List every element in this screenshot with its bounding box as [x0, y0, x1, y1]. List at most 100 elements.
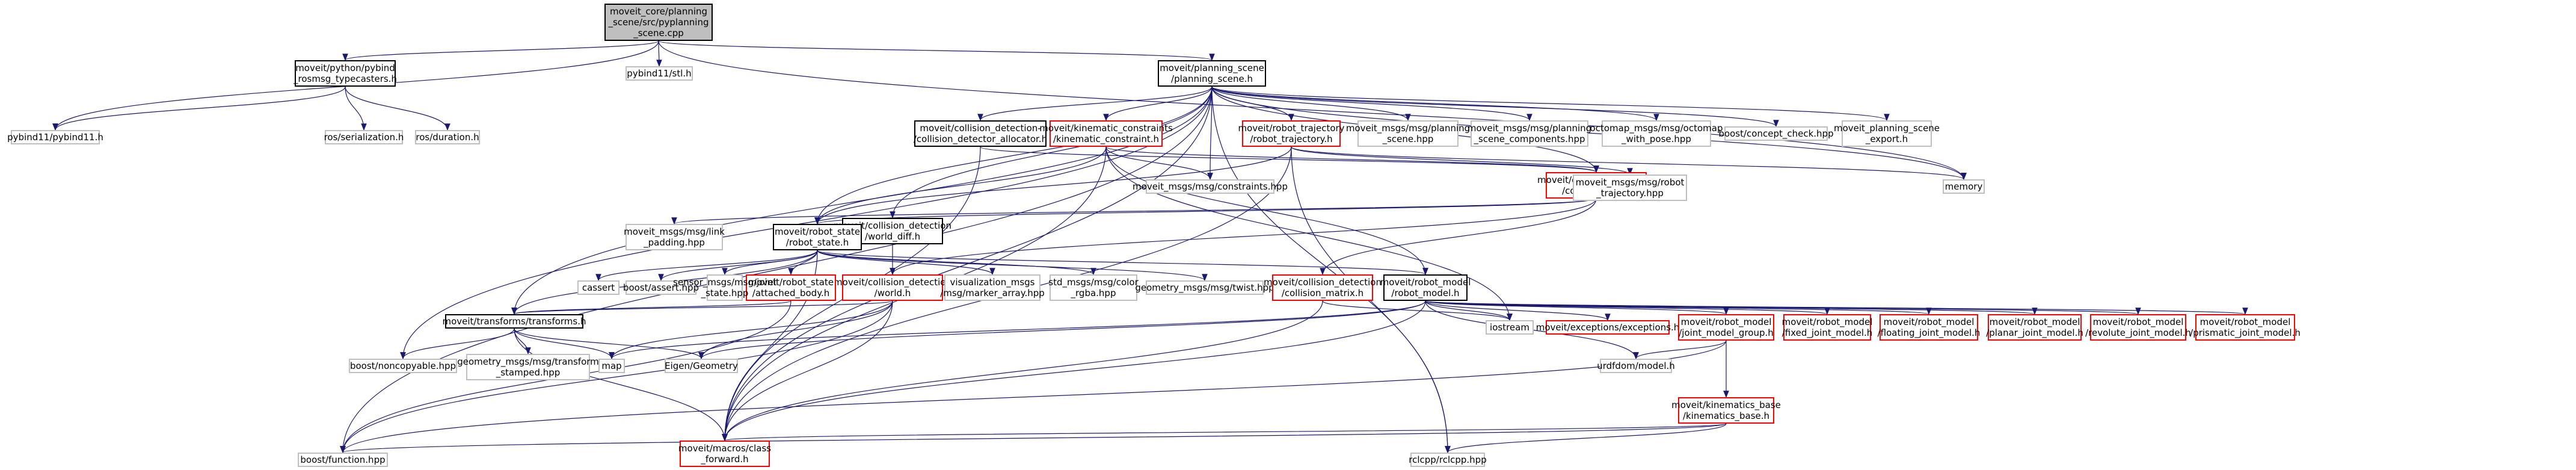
edge-robot-state-to-attached-body [788, 250, 818, 276]
edge-collision-matrix-to-class-forward [722, 300, 1323, 442]
edge-planning-scene-to-msgs-planning-scene [1211, 86, 1411, 122]
edge-kinematic-constraint-to-robot-model [1105, 146, 1428, 276]
edge-kinematic-constraint-to-robot-state [814, 146, 1107, 225]
edge-robot-state-to-marker-array [817, 250, 995, 276]
node-urdfdom-model[interactable]: urdfdom/model.h [1597, 359, 1675, 373]
node-link-padding[interactable]: moveit_msgs/msg/link _padding.hpp [624, 224, 725, 250]
edge-planning-scene-to-cd-world-diff [890, 86, 1213, 219]
edge-cd-env-to-cd-world [890, 198, 1597, 276]
edge-robot-model-to-eigen-geometry [698, 300, 1426, 360]
edge-robot-state-to-twist [817, 250, 1208, 282]
node-msgs-robot-trajectory[interactable]: moveit_msgs/msg/robot _trajectory.hpp [1573, 175, 1687, 201]
edge-robot-model-to-prismatic-joint [1425, 300, 2248, 315]
node-robot-trajectory[interactable]: moveit/robot_trajectory /robot_trajector… [1238, 120, 1345, 147]
node-fixed-joint[interactable]: moveit/robot_model /fixed_joint_model.h [1782, 314, 1872, 341]
node-cd-world[interactable]: moveit/collision_detection /world.h [834, 274, 951, 301]
edge-attached-body-to-transforms [511, 300, 792, 315]
edge-kinematics-base-to-rclcpp [1445, 423, 1727, 454]
edge-cd-world-to-boost-function [340, 300, 893, 454]
node-boost-assert[interactable]: boost/assert.hpp [623, 280, 699, 295]
node-cassert[interactable]: cassert [577, 280, 619, 295]
node-iostream[interactable]: iostream [1486, 320, 1534, 335]
edge-transforms-to-map [514, 328, 615, 360]
node-twist[interactable]: geometry_msgs/msg/twist.hpp [1135, 280, 1274, 295]
edge-planning-scene-to-msgs-constraints [1207, 86, 1213, 181]
node-msgs-scene-components[interactable]: moveit_msgs/msg/planning _scene_componen… [1468, 120, 1591, 147]
edge-planning-scene-to-transforms [511, 86, 1213, 315]
edge-robot-model-to-joint-model-group [1425, 300, 1729, 315]
node-eigen-geometry[interactable]: Eigen/Geometry [665, 359, 738, 373]
edge-pybind-typecasters-to-pybind11 [52, 86, 346, 131]
node-marker-array[interactable]: visualization_msgs /msg/marker_array.hpp [940, 274, 1045, 301]
node-pybind11[interactable]: pybind11/pybind11.h [7, 130, 103, 144]
node-floating-joint[interactable]: moveit/robot_model /floating_joint_model… [1878, 314, 1980, 341]
edge-cd-env-to-link-padding [671, 198, 1597, 225]
edge-joint-model-group-to-urdfdom-model [1633, 340, 1727, 360]
edge-robot-model-to-class-forward [722, 300, 1426, 442]
node-prismatic-joint[interactable]: moveit/robot_model /prismatic_joint_mode… [2190, 314, 2301, 341]
node-transform-stamped[interactable]: geometry_msgs/msg/transform _stamped.hpp [457, 354, 599, 380]
node-sensor-joint-state[interactable]: sensor_msgs/msg/joint _state.hpp [673, 274, 776, 301]
node-pybind11-stl[interactable]: pybind11/stl.h [626, 66, 693, 81]
node-ros-serialization[interactable]: ros/serialization.h [324, 130, 404, 144]
edge-cd-world-to-class-forward [722, 300, 893, 442]
edge-robot-trajectory-to-msgs-robot-trajectory [1291, 146, 1633, 176]
edge-robot-trajectory-to-memory [1291, 146, 1967, 181]
node-exceptions[interactable]: moveit/exceptions/exceptions.h [1536, 320, 1679, 335]
edge-planning-scene-to-cd-allocator [977, 86, 1213, 122]
edge-kinematics-base-to-boost-function [340, 423, 1727, 454]
node-planar-joint[interactable]: moveit/robot_model /planar_joint_model.h [1986, 314, 2083, 341]
node-cd-allocator[interactable]: moveit/collision_detection- /collision_d… [914, 120, 1047, 147]
node-ros-duration[interactable]: ros/duration.h [415, 130, 480, 144]
edge-collision-matrix-to-iostream [1322, 300, 1513, 321]
edge-transforms-to-class-forward [514, 328, 728, 442]
node-robot-state[interactable]: moveit/robot_state /robot_state.h [773, 224, 862, 250]
node-octomap-msgs[interactable]: octomap_msgs/msg/octomap _with_pose.hpp [1590, 120, 1723, 147]
edge-kinematics-base-to-class-forward [722, 423, 1727, 442]
node-boost-function[interactable]: boost/function.hpp [298, 453, 388, 467]
edge-root-file-to-memory [658, 40, 1967, 181]
edge-kinematic-constraint-to-iostream [1105, 146, 1513, 321]
edge-pybind-typecasters-to-ros-serialization [345, 86, 367, 131]
node-class-forward[interactable]: moveit/macros/class _forward.h [678, 441, 771, 467]
node-root-file: moveit_core/planning _scene/src/pyplanni… [604, 4, 713, 41]
node-msgs-constraints[interactable]: moveit_msgs/msg/constraints.hpp [1133, 179, 1288, 194]
node-planning-scene[interactable]: moveit/planning_scene /planning_scene.h [1158, 60, 1266, 87]
edge-planning-scene-to-robot-state [814, 86, 1213, 225]
edge-robot-state-to-color-rgba [817, 250, 1096, 276]
node-map[interactable]: map [598, 359, 625, 373]
node-noncopyable[interactable]: boost/noncopyable.hpp [349, 359, 457, 373]
edge-planning-scene-to-octomap-msgs [1211, 86, 1659, 122]
node-joint-model-group[interactable]: moveit/robot_model /joint_model_group.h [1678, 314, 1774, 341]
node-memory[interactable]: memory [1943, 179, 1985, 194]
node-rclcpp[interactable]: rclcpp/rclcpp.hpp [1409, 453, 1487, 467]
edge-robot-trajectory-to-robot-state [814, 146, 1292, 225]
edge-cd-world-to-map [609, 300, 893, 360]
node-attached-body[interactable]: moveit/robot_state /attached_body.h [746, 274, 836, 301]
node-collision-matrix[interactable]: moveit/collision_detection /collision_ma… [1264, 274, 1382, 301]
node-kinematic-constraint[interactable]: moveit/kinematic_constraints /kinematic_… [1039, 120, 1173, 147]
node-transforms[interactable]: moveit/transforms/transforms.h [442, 314, 586, 329]
node-robot-model[interactable]: moveit/robot_model /robot_model.h [1380, 274, 1471, 301]
edge-robot-state-to-robot-model [817, 250, 1428, 276]
node-color-rgba[interactable]: std_msgs/msg/color _rgba.hpp [1048, 274, 1139, 301]
edge-root-file-to-pybind-typecasters [342, 40, 659, 61]
edge-planning-scene-to-kinematic-constraint [1103, 86, 1213, 122]
edge-root-file-to-planning-scene [658, 40, 1215, 61]
edge-robot-model-to-exceptions [1425, 300, 1611, 321]
edge-planning-scene-to-scene-export [1211, 86, 1890, 122]
node-msgs-planning-scene[interactable]: moveit_msgs/msg/planning _scene.hpp [1346, 120, 1470, 147]
node-revolute-joint[interactable]: moveit/robot_model /revolute_joint_model… [2085, 314, 2191, 341]
edge-transforms-to-eigen-geometry [514, 328, 704, 360]
edge-cd-world-to-eigen-geometry [698, 300, 893, 360]
node-scene-export[interactable]: moveit_planning_scene _export.h [1834, 120, 1940, 147]
node-kinematics-base[interactable]: moveit/kinematics_base /kinematics_base.… [1671, 397, 1781, 424]
node-concept-check[interactable]: boost/concept_check.hpp [1718, 126, 1834, 141]
node-pybind-typecasters[interactable]: moveit/python/pybind _rosmsg_typecasters… [294, 60, 397, 87]
edge-planning-scene-to-boost-function [340, 86, 1213, 454]
edge-kinematic-constraint-to-msgs-constraints [1105, 146, 1213, 181]
edge-robot-model-to-map [609, 300, 1426, 360]
edge-cd-env-to-collision-matrix [1320, 198, 1597, 276]
edge-cd-allocator-to-cd-env [980, 146, 1599, 173]
